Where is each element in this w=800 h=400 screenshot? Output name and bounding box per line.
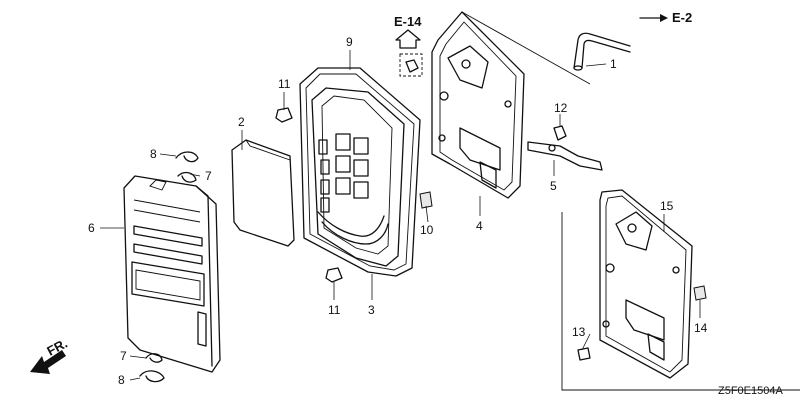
gasket-frame[interactable]: [299, 67, 421, 277]
callout-2: 2: [238, 115, 245, 129]
callout-15: 15: [660, 199, 674, 213]
front-arrow-icon: [30, 350, 66, 374]
callout-3: 3: [368, 303, 375, 317]
callout-7-lower: 7: [120, 349, 127, 363]
ref-e2: E-2: [672, 10, 692, 25]
pin-14[interactable]: [693, 285, 707, 301]
breather-tube[interactable]: [573, 32, 631, 71]
callout-12: 12: [554, 101, 568, 115]
callout-4: 4: [476, 219, 483, 233]
callout-7-upper: 7: [205, 169, 212, 183]
callout-9: 9: [346, 35, 353, 49]
callout-labels: 1 2 3 4 5 6 7 7 8 8 9 10 11 11 12 13 14 …: [88, 35, 708, 387]
element-case[interactable]: [311, 87, 405, 267]
air-cleaner-base-alt[interactable]: [599, 189, 693, 379]
callout-8-lower: 8: [118, 373, 125, 387]
clip-upper[interactable]: [175, 151, 199, 183]
callout-11-upper: 11: [278, 77, 291, 91]
grommet[interactable]: [419, 191, 433, 209]
stay-bracket[interactable]: [527, 141, 603, 171]
callout-6: 6: [88, 221, 95, 235]
ref-nut-e14[interactable]: [399, 53, 423, 77]
front-label: FR.: [44, 336, 70, 359]
air-cleaner-cover[interactable]: [123, 175, 221, 373]
diagram-code: Z5F0E1504A: [718, 385, 783, 397]
nut-upper[interactable]: [275, 107, 293, 123]
callout-10: 10: [420, 223, 434, 237]
callout-13: 13: [572, 325, 586, 339]
clip-lower[interactable]: [139, 353, 165, 383]
nut-lower[interactable]: [325, 267, 343, 283]
callout-14: 14: [694, 321, 708, 335]
callout-11-lower: 11: [328, 303, 341, 317]
right-arrow-icon: [639, 14, 668, 22]
air-cleaner-base[interactable]: [431, 11, 525, 199]
leader-lines: [100, 50, 701, 381]
bolt-12[interactable]: [553, 125, 567, 141]
callout-1: 1: [610, 57, 617, 71]
filter-element[interactable]: [231, 139, 295, 247]
reference-line: [461, 11, 591, 85]
nut-13[interactable]: [577, 347, 591, 361]
callout-5: 5: [550, 179, 557, 193]
group-boundary: [561, 212, 800, 391]
callout-8-upper: 8: [150, 147, 157, 161]
ref-e14: E-14: [394, 14, 422, 29]
up-arrow-icon: [395, 29, 421, 49]
